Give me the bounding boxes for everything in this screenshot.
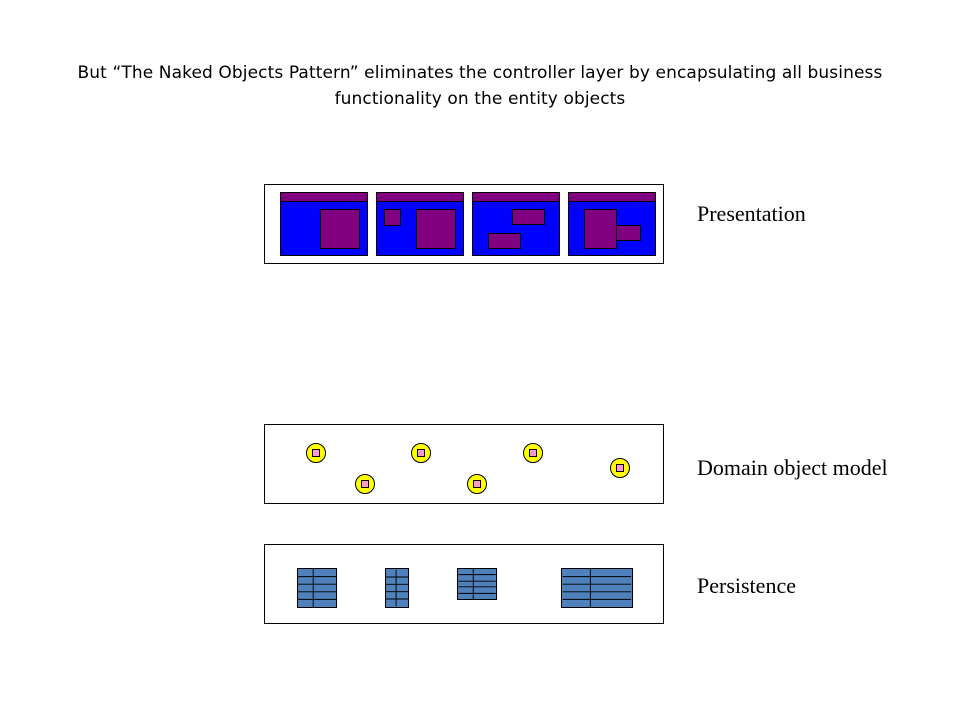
domain-object-icon [467, 474, 487, 494]
table-icon [561, 568, 633, 608]
table-icon [457, 568, 497, 600]
table-icon [385, 568, 409, 608]
domain-object-icon [523, 443, 543, 463]
window-icon [280, 192, 368, 256]
domain-object-icon [610, 458, 630, 478]
table-icon [297, 568, 337, 608]
domain-label: Domain object model [697, 455, 888, 480]
domain-object-icon [355, 474, 375, 494]
window-icon [472, 192, 560, 256]
presentation-layer-box [264, 184, 664, 264]
domain-layer-box [264, 424, 664, 504]
slide-caption: But “The Naked Objects Pattern” eliminat… [77, 63, 883, 109]
persistence-layer-box [264, 544, 664, 624]
domain-object-icon [306, 443, 326, 463]
window-icon [568, 192, 656, 256]
persistence-label: Persistence [697, 573, 796, 598]
domain-object-icon [411, 443, 431, 463]
presentation-label: Presentation [697, 201, 806, 226]
window-icon [376, 192, 464, 256]
